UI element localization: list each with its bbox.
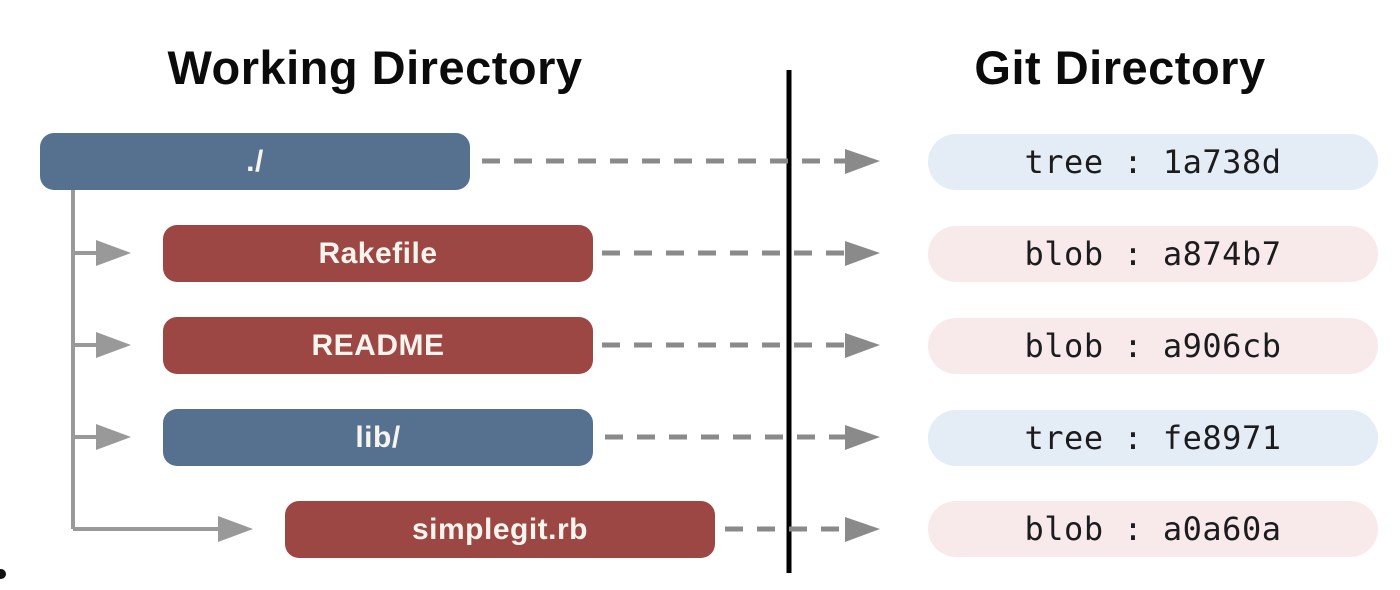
git-directory-title: Git Directory	[974, 41, 1266, 94]
mapping-arrowhead-icon	[845, 149, 880, 174]
working-directory-title: Working Directory	[167, 41, 583, 94]
mapping-arrowhead-icon	[845, 425, 880, 450]
mapping-arrowhead-icon	[845, 241, 880, 266]
mapping-arrowhead-icon	[845, 333, 880, 358]
git-object-blob-a906cb: blob : a906cb	[928, 318, 1378, 374]
node-simplegit-rb: simplegit.rb	[285, 501, 715, 558]
tree-branch-arrowhead-icon	[218, 516, 253, 542]
mapping-arrowhead-icon	[845, 517, 880, 542]
tree-branch-arrowhead-icon	[96, 240, 131, 266]
node-root-directory: ./	[40, 133, 470, 190]
tree-branch-arrowhead-icon	[96, 332, 131, 358]
node-readme: README	[163, 317, 593, 374]
git-object-blob-a0a60a: blob : a0a60a	[928, 501, 1378, 557]
git-object-blob-a874b7: blob : a874b7	[928, 226, 1378, 282]
node-lib-directory: lib/	[163, 409, 593, 466]
tree-branch-arrowhead-icon	[96, 424, 131, 450]
stray-dot	[0, 569, 6, 579]
tree-connector	[71, 190, 253, 542]
git-object-tree-1a738d: tree : 1a738d	[928, 134, 1378, 190]
git-object-tree-fe8971: tree : fe8971	[928, 410, 1378, 466]
mapping-arrows	[482, 149, 880, 542]
node-rakefile: Rakefile	[163, 225, 593, 282]
